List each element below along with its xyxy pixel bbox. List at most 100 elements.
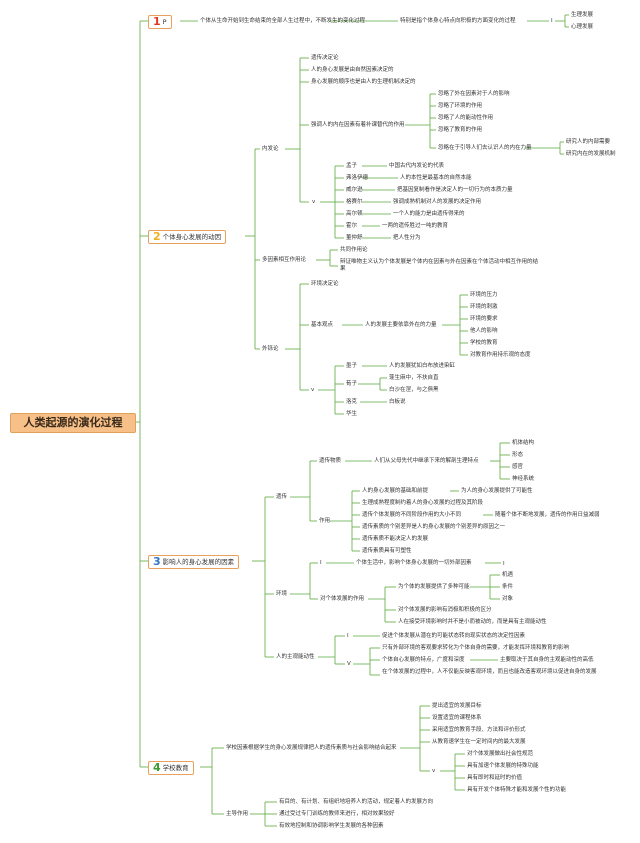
person-name: 董仲舒 <box>346 235 363 241</box>
leading-item: 有效地控制和协调影响学生发展的各种因素 <box>279 823 384 829</box>
school-item: 从教育速学生在一定时间内的最大发展 <box>432 739 526 745</box>
inner-cause-item: 忽略了外在因素对于人的影响 <box>438 91 510 97</box>
person-view: 中国古代内发论的代表 <box>389 163 445 169</box>
person-name: 洛克 <box>346 399 358 405</box>
b1-definition: 个体从生命开始到生命结束的全部人生过程中，不断发生的变化过程 <box>200 18 366 24</box>
school-mark: v <box>432 768 436 774</box>
substance-item: 机体结构 <box>512 440 535 446</box>
person-view: 一两的遗传胜过一吨的教育 <box>382 223 449 229</box>
inner-people-mark: v <box>312 199 316 205</box>
role-item: 遗传素质具有可塑性 <box>362 548 412 554</box>
inner-power: 忽略在于引导人们去认识人的内在力量 <box>438 145 532 151</box>
env-definition: 个体生活中，影响个体身心发展的一切外部因素 <box>356 560 472 566</box>
school-advantage: 具有即时和延时的价值 <box>467 775 523 781</box>
role-item: 生理成熟程度制约着人的身心发展的过程及其阶段 <box>362 500 484 506</box>
inner-power-item: 研究内在的发展机制 <box>566 151 616 157</box>
env-mark: I <box>503 561 505 567</box>
agency-note: 主要取决于其自身的主观能动性的高低 <box>500 657 594 663</box>
person-view: 人的发展犹如白布放进染缸 <box>389 363 456 369</box>
possibility-item: 机遇 <box>502 572 514 578</box>
env-mark: I <box>320 560 322 566</box>
env-effect-item: 对个体发展的影响有消极和积极的区分 <box>398 607 492 613</box>
subjective-agency: 人的主观能动性 <box>276 654 315 660</box>
inner-cause-item: 忽略了人的能动性作用 <box>438 115 494 121</box>
inner-cause-item: 忽略了教育的作用 <box>438 127 483 133</box>
root-topic[interactable]: 人类起源的演化过程 <box>10 413 136 433</box>
school-item: 设置适宜的课程体系 <box>432 715 482 721</box>
b1-item-psychological: 心理发展 <box>571 24 594 30</box>
b1-item-physiological: 生理发展 <box>571 12 594 18</box>
basic-item: 环境的要求 <box>470 316 498 322</box>
role-note: 为人的身心发展提供了可能性 <box>461 488 533 494</box>
basic-item: 他人的影响 <box>470 328 498 334</box>
person-name: 弗洛伊德 <box>346 175 369 181</box>
role-item: 遗传个体发展的不同阶段作用的大小不同 <box>362 512 462 518</box>
person-view: 把基因复制看作是决定人的一切行为的本质力量 <box>397 187 513 193</box>
school-advantage: 具有开发个体特殊才能和发展个性的功能 <box>467 787 567 793</box>
env-effect: 对个体发展的作用 <box>320 596 365 602</box>
b1-mark: I <box>551 18 553 24</box>
leading-role: 主导作用 <box>226 811 249 817</box>
agency-definition: 促进个体发展从潜在的可能状态转向现实状态的决定性因素 <box>382 633 526 639</box>
heredity: 遗传 <box>276 494 288 500</box>
basic-item: 环境的压力 <box>470 292 498 298</box>
env-effect-item: 人在接受环境影响时并不是小而被动的，而是具有主观能动性 <box>398 619 547 625</box>
heredity-substance-text: 人们从父母先代中继承下来的解剖生理特点 <box>374 458 479 464</box>
person-view: 蓬生麻中，不扶自直 <box>389 375 439 381</box>
role-note: 随着个体不断地发展，遗传的作用日益减弱 <box>495 512 600 518</box>
person-name: 孟子 <box>346 163 358 169</box>
person-view: 把人性分为 <box>393 235 421 241</box>
school-role: 学校因素根据学生的身心发展规律把人的遗传素质与社会影响结合起来 <box>226 745 397 751</box>
inner-power-item: 研究人的内部需要 <box>566 139 611 145</box>
school-item: 采用适宜的教育手段、方法和评价形式 <box>432 727 526 733</box>
person-name: 威尔逊 <box>346 187 363 193</box>
person-name: 格赛尔 <box>346 199 363 205</box>
branch-3-number: 3 <box>153 555 161 568</box>
multi-factor-theory: 多因素相互作用论 <box>262 257 307 263</box>
branch-2-number: 2 <box>153 230 161 243</box>
person-name: 霍尔 <box>346 223 358 229</box>
person-view: 人的本性是最基本的自然本能 <box>400 175 472 181</box>
substance-item: 神经系统 <box>512 476 535 482</box>
b1-definition-detail: 特别是指个体身心特点向积极的方面变化的过程 <box>400 18 516 24</box>
basic-item: 学校的教育 <box>470 340 498 346</box>
school-advantage: 具有加速个体发展的特殊功能 <box>467 763 539 769</box>
person-name: 华生 <box>346 411 358 417</box>
outer-theory: 外铄论 <box>262 346 279 352</box>
leading-item: 有目的、有计划、有组织地培养人的活动，规定着人的发展方向 <box>279 799 434 805</box>
environment: 环境 <box>276 591 288 597</box>
possibility-item: 对象 <box>502 596 514 602</box>
basic-view-text: 人的发展主要依靠外在的力量 <box>365 322 437 328</box>
inner-item: 遗传决定论 <box>311 55 339 61</box>
role-item: 人的身心发展的基础和前提 <box>362 488 429 494</box>
multi-item: 辩证唯物主义认为个体发展是个体内在因素与外在因素在个体活动中相互作用的结果 <box>340 259 539 272</box>
school-item: 提出适宜的发展目标 <box>432 703 482 709</box>
branch-4-label: 学校教育 <box>162 764 189 772</box>
heredity-role: 作用 <box>319 518 331 524</box>
person-view: 强调成熟机制对人的发展的决定作用 <box>393 199 482 205</box>
basic-view: 基本观点 <box>311 322 334 328</box>
possibility-item: 条件 <box>502 584 514 590</box>
agency-item: 在个体发展的过程中，人不仅能反映客观环境，而且也能改造客观环境以促进自身的发展 <box>382 669 597 675</box>
heredity-substance: 遗传物质 <box>319 458 342 464</box>
branch-1-number: 1 <box>153 15 161 28</box>
basic-item: 环境的刺激 <box>470 304 498 310</box>
agency-item: 个体自心发展的特点，广度和深度 <box>382 657 465 663</box>
inner-cause: 强调人的内在因素有着补课替代的作用 <box>311 122 405 128</box>
role-item: 遗传素质不能决定人的发展 <box>362 536 429 542</box>
agency-mark: I <box>347 633 349 639</box>
person-view: 一个人的能力是由遗传得来的 <box>393 211 465 217</box>
multi-item: 共同作用论 <box>340 247 368 253</box>
outer-item: 环境决定论 <box>311 281 339 287</box>
agency-item: 只有外部环境的客观要求转化为个体自身的需要，才能发挥环境和教育的影响 <box>382 645 570 651</box>
substance-item: 形态 <box>512 452 524 458</box>
env-possibility: 为个体的发展提供了多种可能 <box>398 584 470 590</box>
agency-mark: V <box>347 661 351 667</box>
person-name: 荀子 <box>346 381 358 387</box>
branch-3-label: 影响人的身心发展的因素 <box>162 558 235 566</box>
